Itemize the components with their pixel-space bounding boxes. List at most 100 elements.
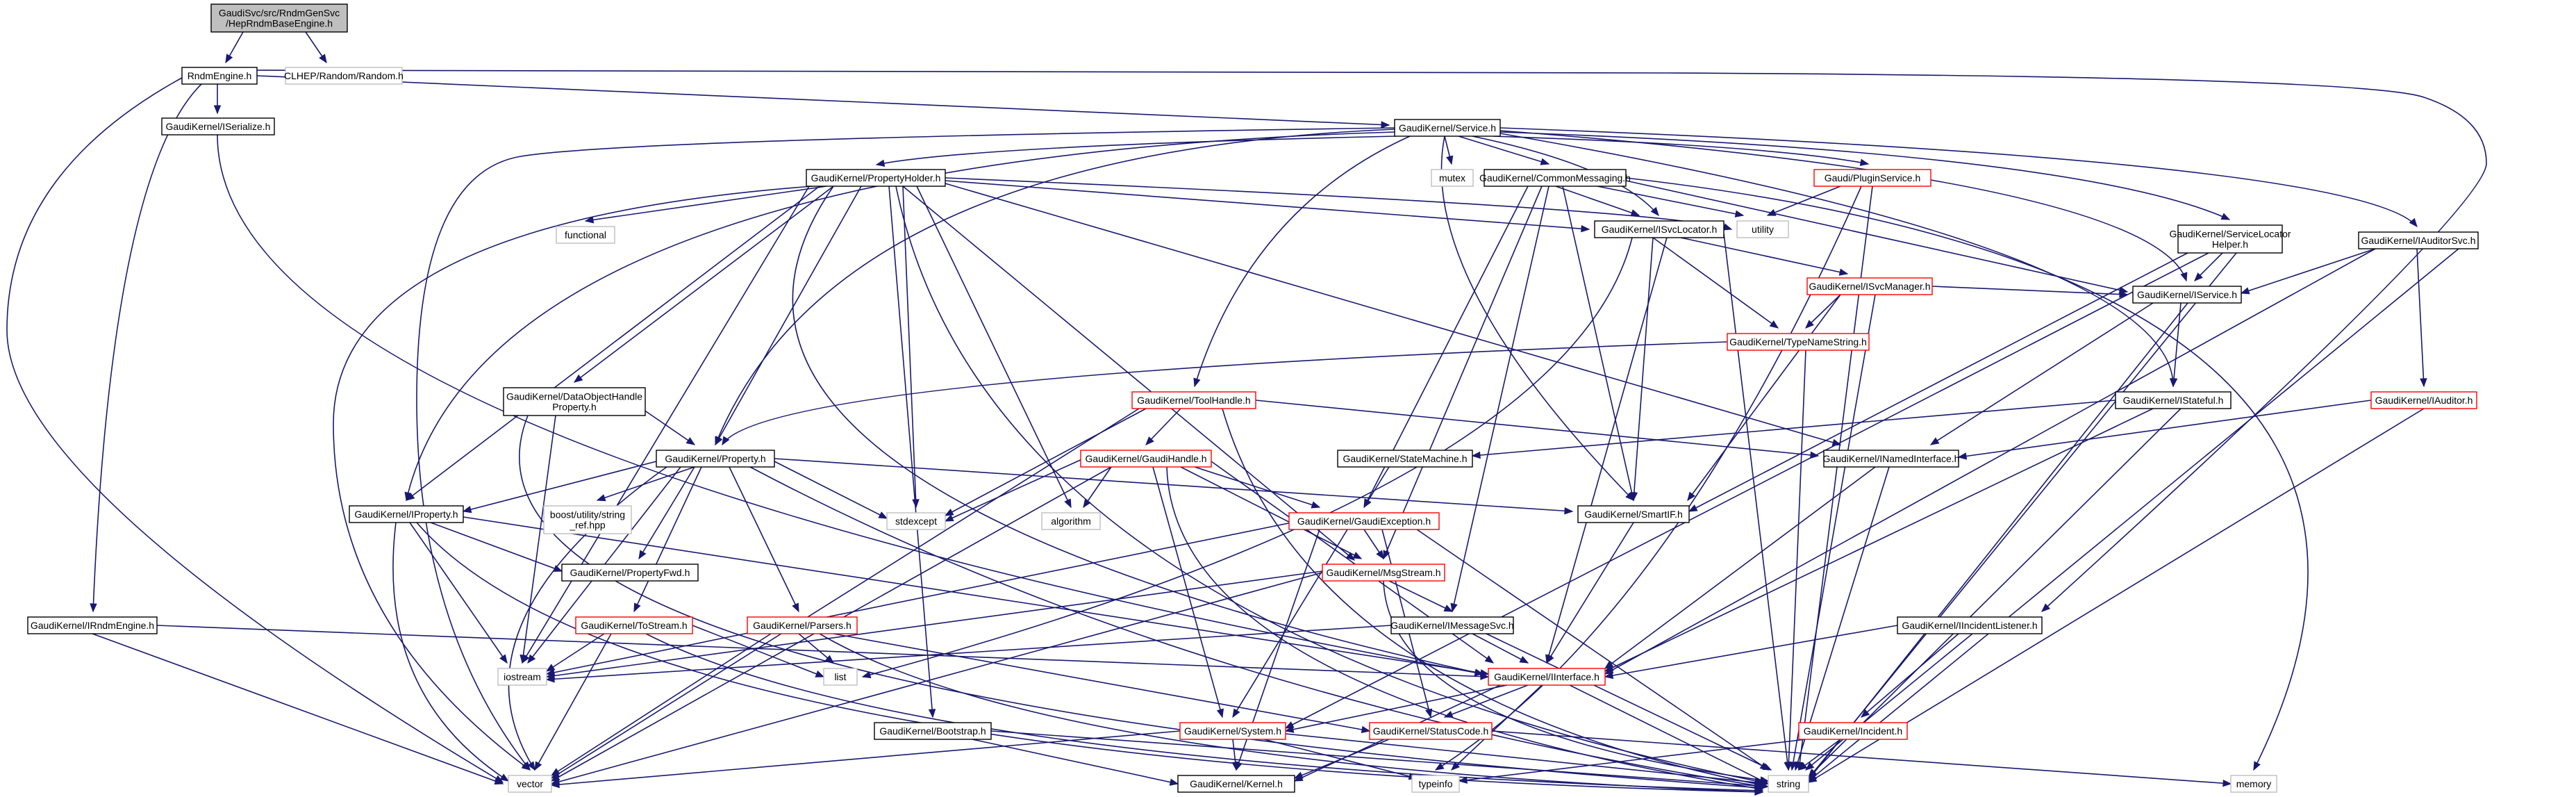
edge-property-to-smartif: [774, 458, 1574, 515]
node-root[interactable]: GaudiSvc/src/RndmGenSvc/HepRndmBaseEngin…: [210, 3, 348, 33]
edge-line: [406, 186, 820, 501]
node-rndmengine[interactable]: RndmEngine.h: [181, 67, 258, 85]
edge-iservice-to-istateful: [2170, 302, 2182, 388]
arrowhead-icon: [1193, 377, 1201, 388]
node-inamedinterface[interactable]: GaudiKernel/INamedInterface.h: [1823, 450, 1960, 468]
node-imessagesvc[interactable]: GaudiKernel/IMessageSvc.h: [1390, 616, 1514, 634]
node-iincidentlistener[interactable]: GaudiKernel/IIncidentListener.h: [1897, 616, 2043, 634]
edges-layer: [6, 31, 2487, 796]
node-label: typeinfo: [1418, 778, 1452, 789]
edge-line: [1808, 408, 2425, 783]
edge-line: [546, 522, 1293, 675]
node-box: [575, 616, 693, 634]
edge-line: [902, 186, 1355, 561]
node-iservice[interactable]: GaudiKernel/IService.h: [2132, 286, 2242, 304]
edge-line: [1546, 522, 1634, 664]
edge-servicelocatorhelper-to-system: [1284, 252, 2209, 729]
edge-line: [534, 633, 612, 771]
edge-line: [833, 633, 1370, 732]
edge-line: [1458, 135, 1549, 165]
node-propertyholder[interactable]: GaudiKernel/PropertyHolder.h: [806, 169, 946, 187]
edge-line: [1255, 400, 1819, 457]
node-iauditorsvc[interactable]: GaudiKernel/IAuditorSvc.h: [2358, 231, 2479, 249]
edge-line: [1194, 466, 1320, 508]
node-toolhandle[interactable]: GaudiKernel/ToolHandle.h: [1131, 391, 1256, 409]
edge-dataobjecthandleproperty-to-iostream: [520, 415, 556, 664]
node-irndmengine[interactable]: GaudiKernel/IRndmEngine.h: [27, 616, 158, 634]
edge-line: [633, 466, 702, 612]
node-box: [1041, 512, 1101, 530]
node-iauditor[interactable]: GaudiKernel/IAuditor.h: [2370, 391, 2477, 409]
node-kernel[interactable]: GaudiKernel/Kernel.h: [1177, 775, 1295, 793]
edge-imessagesvc-to-string: [1486, 633, 1772, 771]
node-label: _ref.hpp: [569, 520, 606, 531]
edge-line: [1688, 252, 2188, 512]
edge-propertyholder-to-stdexcept: [902, 186, 920, 509]
edge-line: [546, 633, 605, 672]
node-pluginservice[interactable]: Gaudi/PluginService.h: [1813, 169, 1931, 187]
edge-line: [895, 186, 1763, 783]
edge-iproperty-to-iostream: [409, 522, 508, 664]
node-bootstrap[interactable]: GaudiKernel/Bootstrap.h: [874, 722, 992, 740]
edge-isvclocator-to-typenamestring: [1652, 237, 1779, 329]
node-service[interactable]: GaudiKernel/Service.h: [1394, 119, 1501, 137]
node-label: GaudiKernel/IRndmEngine.h: [31, 620, 154, 631]
node-label: GaudiKernel/PropertyHolder.h: [811, 172, 941, 183]
edge-line: [1798, 186, 1873, 771]
node-box: [1806, 277, 1933, 295]
node-label: GaudiKernel/Bootstrap.h: [879, 725, 986, 737]
node-mutex: mutex: [1431, 169, 1474, 187]
node-statuscode[interactable]: GaudiKernel/StatusCode.h: [1369, 722, 1493, 740]
node-iinterface[interactable]: GaudiKernel/IInterface.h: [1488, 668, 1606, 686]
node-smartif[interactable]: GaudiKernel/SmartIF.h: [1577, 505, 1690, 523]
node-msgstream[interactable]: GaudiKernel/MsgStream.h: [1322, 564, 1445, 582]
node-iproperty[interactable]: GaudiKernel/IProperty.h: [349, 505, 464, 523]
edge-line: [638, 466, 695, 559]
node-parsers[interactable]: GaudiKernel/Parsers.h: [747, 616, 858, 634]
node-statemachine[interactable]: GaudiKernel/StateMachine.h: [1337, 450, 1473, 468]
node-property[interactable]: GaudiKernel/Property.h: [656, 450, 775, 468]
edge-root-to-rndmengine: [225, 31, 244, 64]
node-label: GaudiKernel/INamedInterface.h: [1823, 453, 1960, 464]
node-gaudihandle[interactable]: GaudiKernel/GaudiHandle.h: [1080, 450, 1212, 468]
node-label: GaudiKernel/System.h: [1184, 725, 1281, 737]
arrowhead-icon: [2222, 779, 2232, 787]
edge-line: [1546, 237, 1668, 664]
arrowhead-icon: [1443, 605, 1454, 612]
edge-line: [1285, 733, 1769, 784]
node-gaudiexception[interactable]: GaudiKernel/GaudiException.h: [1288, 512, 1440, 530]
node-label: GaudiKernel/IService.h: [2137, 289, 2237, 300]
edge-system-to-kernel: [1231, 739, 1239, 771]
node-commonmessaging[interactable]: GaudiKernel/CommonMessaging.h: [1479, 169, 1631, 187]
arrowhead-icon: [1760, 779, 1770, 787]
edge-line: [774, 458, 1573, 512]
node-isvclocator[interactable]: GaudiKernel/ISvcLocator.h: [1594, 220, 1725, 238]
arrowhead-icon: [534, 761, 542, 771]
node-system[interactable]: GaudiKernel/System.h: [1179, 722, 1286, 740]
edge-line: [574, 186, 834, 383]
edge-line: [1788, 350, 1806, 771]
node-incident[interactable]: GaudiKernel/Incident.h: [1798, 722, 1908, 740]
node-iserialize[interactable]: GaudiKernel/ISerialize.h: [161, 117, 275, 135]
node-isvcmanager[interactable]: GaudiKernel/ISvcManager.h: [1806, 277, 1933, 295]
edge-line: [715, 186, 862, 445]
arrowhead-icon: [1808, 769, 1817, 778]
node-tostream[interactable]: GaudiKernel/ToStream.h: [575, 616, 693, 634]
arrowhead-icon: [1519, 656, 1529, 664]
edge-irndmengine-to-vector: [92, 633, 504, 784]
edge-line: [1294, 739, 1390, 779]
node-istateful[interactable]: GaudiKernel/IStateful.h: [2115, 391, 2232, 409]
arrowhead-icon: [1807, 775, 1818, 783]
arrowhead-icon: [1345, 552, 1356, 561]
arrowhead-icon: [1361, 725, 1371, 734]
edge-line: [692, 625, 824, 677]
edge-line: [430, 522, 563, 572]
node-label: functional: [565, 229, 606, 240]
arrowhead-icon: [1860, 709, 1870, 718]
node-propertyfwd[interactable]: GaudiKernel/PropertyFwd.h: [561, 564, 699, 582]
node-typenamestring[interactable]: GaudiKernel/TypeNameString.h: [1727, 333, 1870, 351]
edge-toolhandle-to-inamedinterface: [1255, 400, 1820, 459]
node-box: [2132, 286, 2242, 304]
